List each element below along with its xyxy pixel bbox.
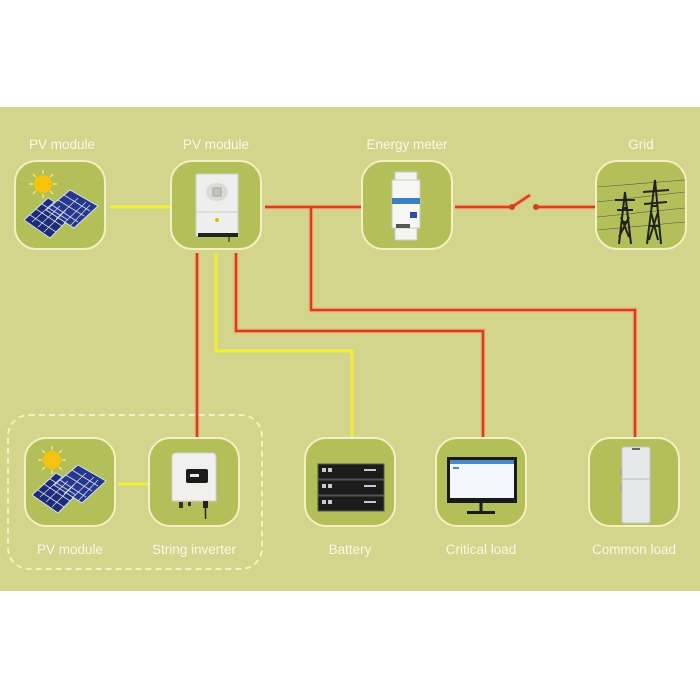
- solar-panel-icon: [23, 170, 99, 239]
- grid-switch-blade: [511, 193, 531, 209]
- energy-meter-icon: [391, 171, 421, 241]
- node-grid[interactable]: [595, 160, 687, 250]
- node-hybrid-inverter[interactable]: [170, 160, 262, 250]
- string-inverter-icon: [171, 452, 217, 519]
- string-inverter-group-outline: [7, 414, 263, 570]
- label-grid: Grid: [628, 137, 654, 152]
- label-hybrid-inverter: PV module: [182, 137, 250, 152]
- monitor-icon: [447, 457, 517, 514]
- label-pv-module-top: PV module: [28, 137, 96, 152]
- switch-contact-left: [509, 204, 515, 210]
- node-pv-module-bottom[interactable]: [24, 437, 116, 527]
- battery-stack-icon: [317, 463, 385, 512]
- node-common-load[interactable]: [588, 437, 680, 527]
- switch-contact-right: [533, 204, 539, 210]
- label-string-inverter: String inverter: [151, 542, 237, 557]
- label-battery: Battery: [328, 542, 372, 557]
- node-string-inverter[interactable]: [148, 437, 240, 527]
- node-pv-module-top[interactable]: [14, 160, 106, 250]
- node-critical-load[interactable]: [435, 437, 527, 527]
- dc-line-inverter-to-battery: [214, 253, 354, 437]
- label-pv-module-bottom: PV module: [36, 542, 104, 557]
- label-common-load: Common load: [591, 542, 677, 557]
- node-energy-meter[interactable]: [361, 160, 453, 250]
- label-critical-load: Critical load: [445, 542, 517, 557]
- solar-panel-icon: [31, 446, 107, 514]
- node-battery[interactable]: [304, 437, 396, 527]
- power-tower-icon: [597, 179, 685, 245]
- ac-line-inverter-to-critical-load: [234, 253, 485, 437]
- ac-line-to-common-load: [309, 207, 637, 437]
- hybrid-inverter-icon: [195, 173, 239, 242]
- label-energy-meter: Energy meter: [366, 137, 448, 152]
- refrigerator-icon: [620, 446, 651, 524]
